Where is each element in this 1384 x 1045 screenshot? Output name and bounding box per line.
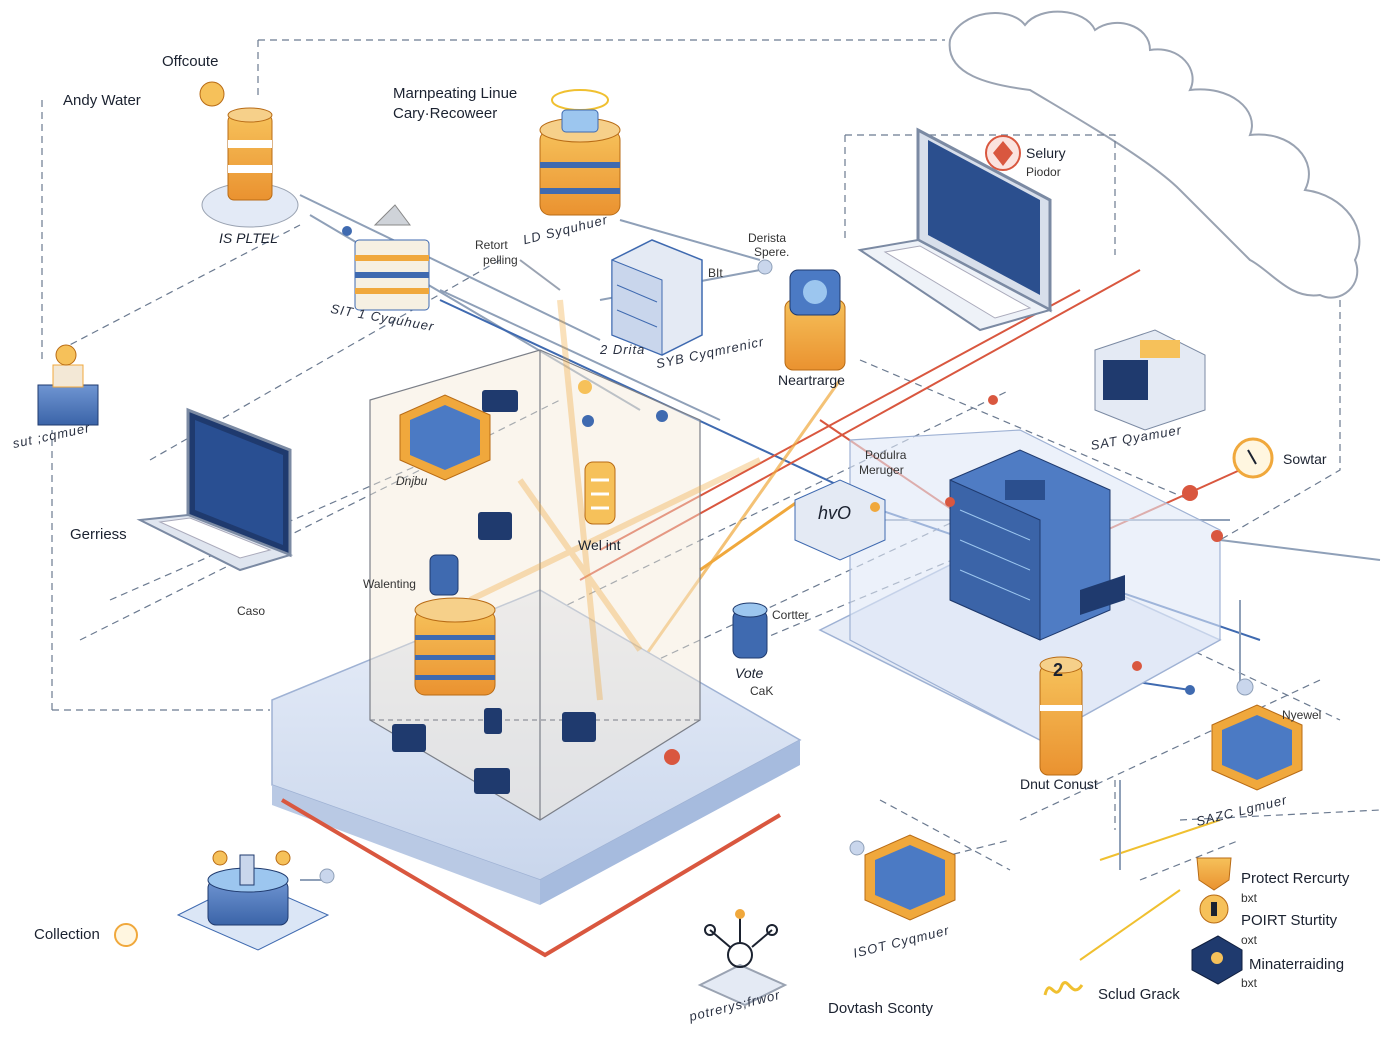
- label-marnpeating-1: Marnpeating Linue: [393, 85, 518, 102]
- label-two: 2: [1053, 660, 1064, 680]
- laptop-icon: [136, 407, 294, 572]
- label-dovtash-sconty: Dovtash Sconty: [828, 1000, 934, 1017]
- network-node-icon: [697, 910, 788, 1007]
- label-is-pltel: IS PLTEL: [219, 230, 278, 246]
- label-dnut-conust: Dnut Conust: [1020, 776, 1098, 792]
- label-derista-1: Derista: [748, 231, 787, 245]
- label-retort-2: pelling: [483, 253, 518, 267]
- label-sclud-grack: Sclud Grack: [1098, 986, 1180, 1003]
- label-dnjbu: Dnjbu: [396, 474, 428, 488]
- server-cluster-icon: [949, 449, 1125, 641]
- badge-icon: [199, 81, 225, 107]
- device-box-icon: [864, 834, 956, 921]
- label-neartrarge: Neartrarge: [778, 372, 845, 388]
- clock-icon: [114, 923, 138, 947]
- database-icon: [539, 89, 621, 216]
- label-sowtar: Sowtar: [1283, 451, 1327, 467]
- collection-device-icon: [176, 850, 330, 951]
- hub-box-icon: [794, 479, 886, 561]
- label-collection: Collection: [34, 926, 100, 943]
- device-box-icon: [399, 394, 491, 481]
- label-welint: Wel int: [578, 537, 621, 553]
- label-gerriess: Gerriess: [70, 526, 127, 543]
- server-stack-icon: [201, 107, 299, 228]
- label-retort-1: Retort: [475, 238, 508, 252]
- label-walenting: Walenting: [363, 577, 416, 591]
- label-offcoute: Offcoute: [162, 53, 219, 70]
- cloud-icon: [948, 10, 1361, 299]
- main-platform: [271, 349, 802, 958]
- welint-icon: [584, 461, 616, 525]
- label-podulra-1: Podulra: [865, 448, 907, 462]
- label-andy-water: Andy Water: [63, 92, 141, 109]
- label-caso: Caso: [237, 604, 266, 618]
- label-piodor: Piodor: [1026, 165, 1061, 179]
- label-bit: BIt: [708, 266, 723, 280]
- label-bxt-1: bxt: [1241, 891, 1258, 905]
- label-bxt-2: bxt: [1241, 976, 1258, 990]
- clock-icon: [1232, 437, 1274, 479]
- alert-badge-icon: [985, 135, 1021, 171]
- label-cak: CaK: [750, 684, 774, 698]
- robot-icon: [1191, 935, 1243, 985]
- storage-icon: [414, 554, 496, 696]
- device-box-icon: [1211, 704, 1303, 791]
- label-podulra-2: Meruger: [859, 463, 904, 477]
- label-point-sturtity: POIRT Sturtity: [1241, 912, 1338, 929]
- label-nyewel: Nyewel: [1282, 708, 1322, 722]
- light-rays: [468, 299, 762, 701]
- info-icon: [1199, 894, 1229, 924]
- label-derista-2: Spere.: [754, 245, 790, 259]
- laptop-icon: [857, 127, 1053, 332]
- server-rack-icon: [611, 239, 703, 356]
- stack-icon: [354, 204, 430, 311]
- label-protect-rercurty: Protect Rercurty: [1241, 870, 1350, 887]
- label-drita: 2 Drita: [600, 342, 646, 357]
- vote-cylinder-icon: [732, 602, 768, 659]
- signal-icon: [1043, 981, 1084, 996]
- block-icon: [37, 344, 99, 426]
- label-vote: Vote: [735, 665, 764, 681]
- label-hvo: hvO: [818, 503, 852, 523]
- label-oxt: oxt: [1241, 933, 1258, 947]
- monitor-icon: [1094, 329, 1206, 431]
- security-shield-icon: [784, 269, 846, 371]
- label-minaterraiding: Minaterraiding: [1249, 956, 1345, 973]
- chip-icons: [392, 390, 596, 794]
- label-marnpeating-2: Cary·Recoweer: [393, 105, 498, 122]
- label-selury: Selury: [1026, 145, 1066, 161]
- shield-icon: [1196, 857, 1232, 891]
- label-cortter: Cortter: [772, 608, 809, 622]
- battery-cylinder-icon: [1039, 656, 1083, 776]
- connection-dots: [319, 226, 1254, 919]
